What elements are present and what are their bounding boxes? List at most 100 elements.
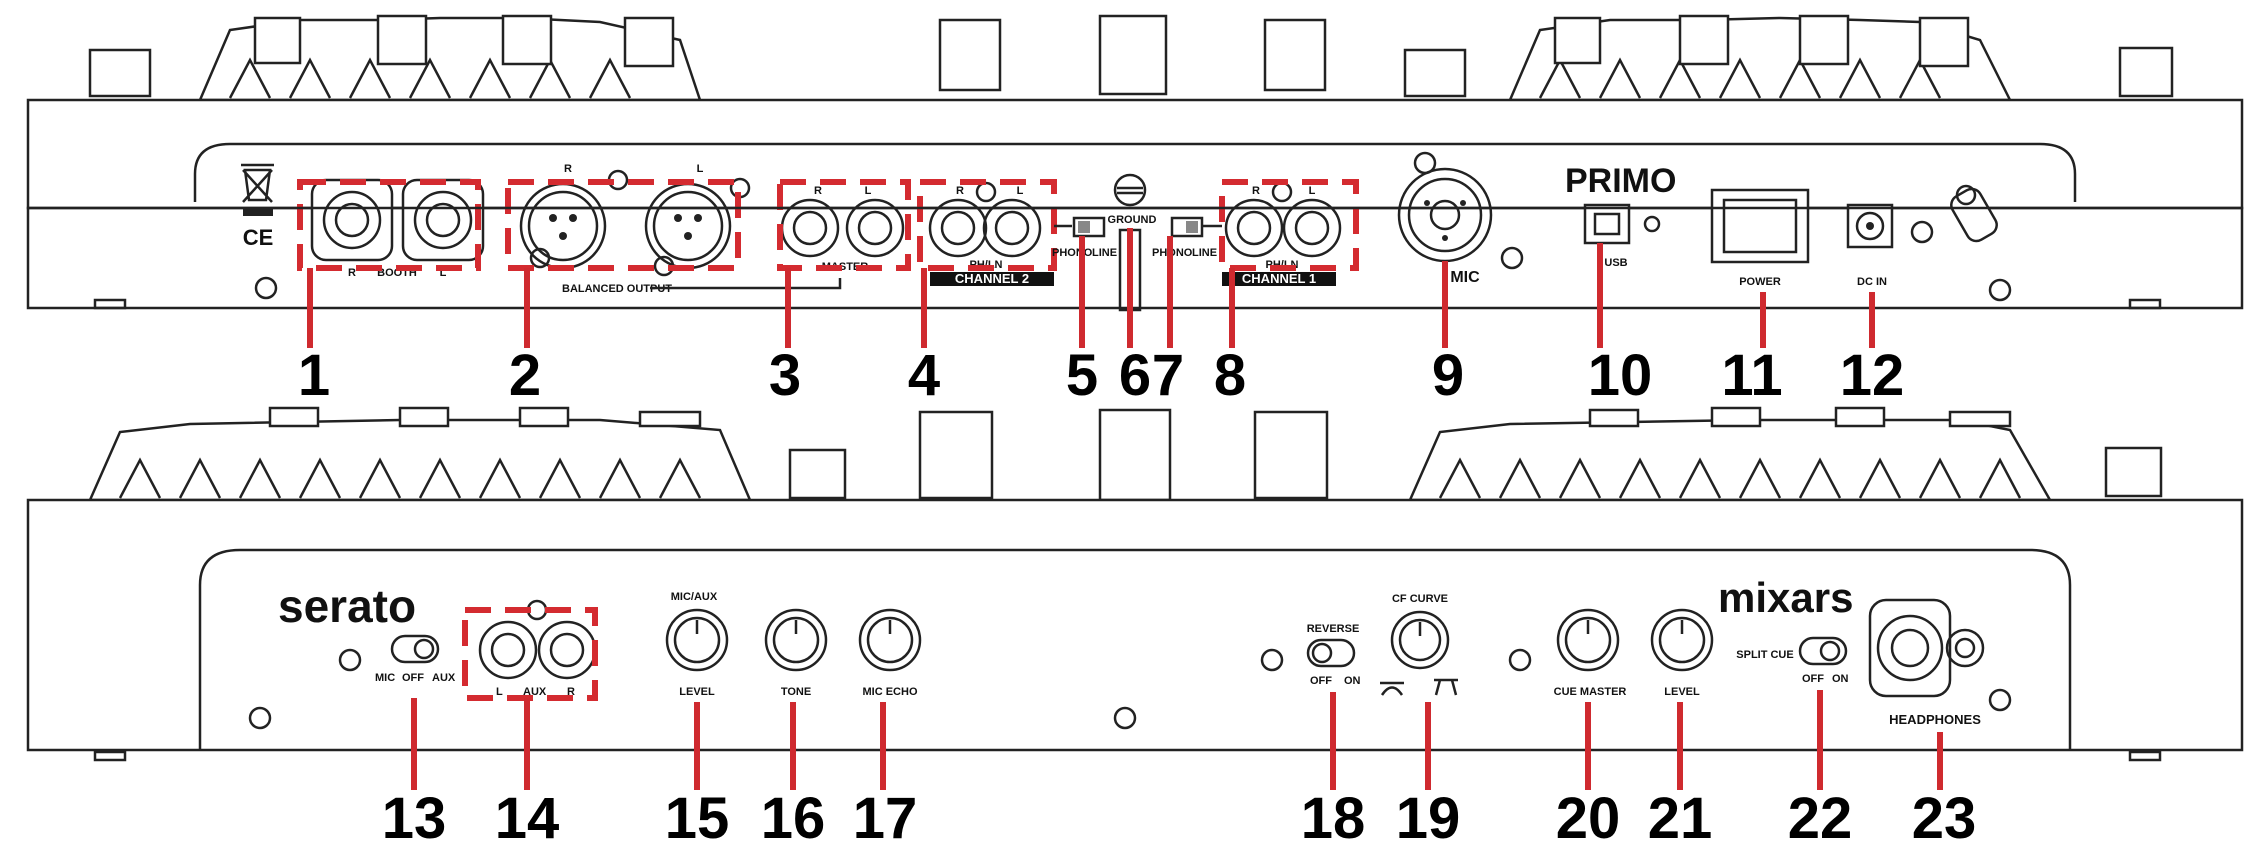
channel2-label: CHANNEL 2 [955,271,1029,286]
phono-line-switch-ch1[interactable]: PHONO LINE [1152,216,1222,259]
balanced-output-label: BALANCED OUTPUT [562,283,672,295]
ch1-l-label: L [1309,185,1316,197]
top-panel: CE R BOOTH L R L BALANCED OUTPUT [26,14,2244,408]
callout-5: 5 [1066,343,1098,408]
reverse-off-label: OFF [1310,675,1332,687]
callout-2: 2 [509,343,541,408]
dc-in-port[interactable]: DC IN [1846,203,1934,288]
dc-in-label: DC IN [1857,276,1887,288]
cue-master-knob[interactable]: CUE MASTER [1554,608,1627,698]
booth-jacks: R BOOTH L [310,178,485,279]
callout-10: 10 [1588,343,1653,408]
callout-1: 1 [298,343,330,408]
headphone-level-knob[interactable]: LEVEL [1650,608,1714,698]
callout-12: 12 [1840,343,1905,408]
split-cue-switch[interactable]: SPLIT CUE OFF ON [1736,636,1849,685]
split-on-label: ON [1832,673,1849,685]
aux-l-label: L [496,686,503,698]
booth-r-label: R [348,267,356,279]
ch2-r-label: R [956,185,964,197]
callout-15: 15 [665,786,730,846]
xlr-r-label: R [564,163,572,175]
callout-13: 13 [382,786,447,846]
cue-master-label: CUE MASTER [1554,686,1627,698]
curve-smooth-icon [1380,681,1404,696]
booth-l-label: L [440,267,447,279]
tone-knob[interactable]: TONE [764,608,828,698]
mic-switch-label: MIC [375,672,395,684]
phono2-label: PHONO [1052,247,1093,259]
aux-r-label: R [567,686,575,698]
usb-port[interactable]: USB [1583,203,1661,269]
callout-16: 16 [761,786,826,846]
cable-clip [1950,184,1998,243]
top-chassis [26,98,2244,210]
split-cue-label: SPLIT CUE [1736,649,1793,661]
ch1-r-label: R [1252,185,1260,197]
master-l-label: L [865,185,872,197]
callout-7: 7 [1152,343,1184,408]
headphone-jacks[interactable]: HEADPHONES [1868,598,2012,727]
reverse-label: REVERSE [1307,623,1360,635]
mic-combo-jack[interactable]: MIC [1397,151,1524,286]
channel2-bar [930,272,1054,286]
callout-23: 23 [1912,786,1977,846]
usb-label: USB [1604,257,1627,269]
tone-label: TONE [781,686,811,698]
master-r-label: R [814,185,822,197]
cf-curve-label: CF CURVE [1392,593,1448,605]
ground-label: GROUND [1108,214,1157,226]
bottom-chassis [26,498,2244,752]
callout-8: 8 [1214,343,1246,408]
callout-9: 9 [1432,343,1464,408]
line2-label: LINE [1092,247,1117,259]
off-switch-label: OFF [402,672,424,684]
mixars-logo: mixars [1718,574,1853,621]
reverse-on-label: ON [1344,675,1361,687]
master-highlight [777,179,911,271]
aux-switch-label: AUX [432,672,456,684]
mic-echo-label: MIC ECHO [863,686,918,698]
top-controls-silhouette [88,14,2174,102]
power-switch[interactable]: POWER [1710,188,1810,288]
mic-label: MIC [1450,269,1480,286]
bottom-controls-silhouette [88,406,2163,502]
booth-highlight [297,179,481,271]
weee-bin-icon [241,163,274,216]
callout-6: 6 [1119,343,1151,408]
callout-19: 19 [1396,786,1461,846]
mic-aux-level-knob[interactable]: MIC/AUX LEVEL [665,591,729,698]
bottom-panel: serato mixars MIC OFF AUX L AUX R MIC/AU… [26,406,2244,851]
cf-curve-knob[interactable]: CF CURVE [1380,593,1532,696]
primo-logo: PRIMO [1565,162,1676,200]
callout-4: 4 [908,343,940,408]
ch2-l-label: L [1017,185,1024,197]
headphones-label: HEADPHONES [1889,712,1981,727]
callout-3: 3 [769,343,801,408]
mic-echo-knob[interactable]: MIC ECHO [858,608,922,698]
callout-21: 21 [1648,786,1713,846]
callout-17: 17 [853,786,918,846]
channel1-label: CHANNEL 1 [1242,271,1316,286]
ce-mark: CE [243,225,274,250]
xlr-l-label: L [697,163,704,175]
level-label: LEVEL [1664,686,1700,698]
callout-14: 14 [495,786,560,846]
callout-22: 22 [1788,786,1853,846]
channel1-bar [1222,272,1336,286]
split-off-label: OFF [1802,673,1824,685]
callout-18: 18 [1301,786,1366,846]
line1-label: LINE [1192,247,1217,259]
callout-20: 20 [1556,786,1621,846]
power-label: POWER [1739,276,1781,288]
channel1-highlight [1219,179,1359,271]
mic-level-label: LEVEL [679,686,715,698]
mic-aux-label: MIC/AUX [671,591,718,603]
mic-off-aux-switch[interactable]: MIC OFF AUX [338,634,456,684]
reverse-switch[interactable]: REVERSE OFF ON [1260,623,1361,687]
serato-logo: serato [278,580,416,632]
callout-11: 11 [1721,343,1782,408]
curve-sharp-icon [1434,678,1458,696]
